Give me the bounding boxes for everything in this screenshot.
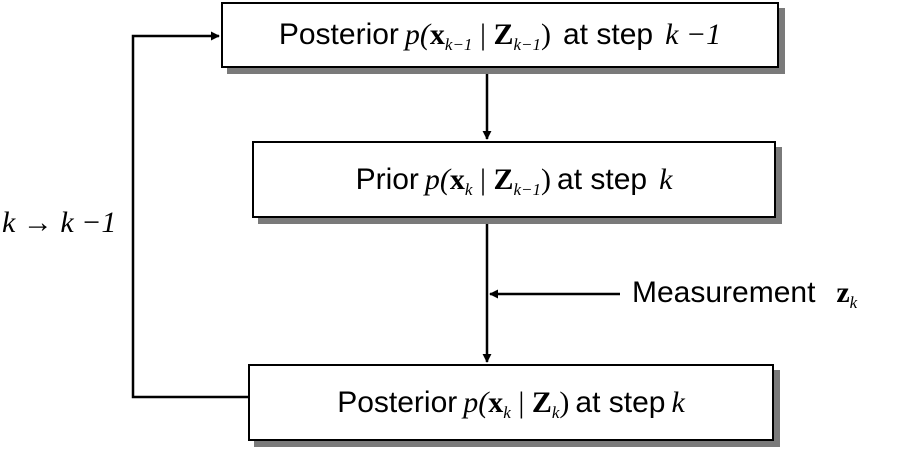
box-prior: Prior p(xk | Zk−1) at step k	[252, 141, 776, 218]
arrow-feedback-loop	[131, 31, 248, 399]
measurement-text: Measurement	[632, 276, 816, 309]
loop-step-label: k → k −1	[2, 206, 117, 239]
box-word: Prior	[355, 162, 419, 196]
box-posterior-current: Posterior p(xk | Zk) at step k	[248, 364, 774, 441]
step-value: k −1	[665, 18, 722, 51]
at-step-text: at step	[563, 18, 654, 51]
box-word: Posterior	[337, 385, 458, 419]
posterior-curr-formula: p(xk | Zk)	[463, 385, 570, 422]
posterior-prev-formula: p(xk−1 | Zk−1)	[404, 18, 551, 54]
measurement-symbol: zk	[836, 276, 858, 312]
step-value: k	[671, 385, 685, 419]
measurement-label: Measurement zk	[632, 276, 858, 312]
box-word: Posterior	[278, 18, 399, 51]
at-step-text: at step	[575, 385, 666, 419]
box-posterior-previous: Posterior p(xk−1 | Zk−1) at step k −1	[221, 2, 779, 68]
at-step-text: at step	[557, 162, 648, 196]
step-value: k	[659, 162, 673, 196]
prior-formula: p(xk | Zk−1)	[424, 162, 552, 199]
